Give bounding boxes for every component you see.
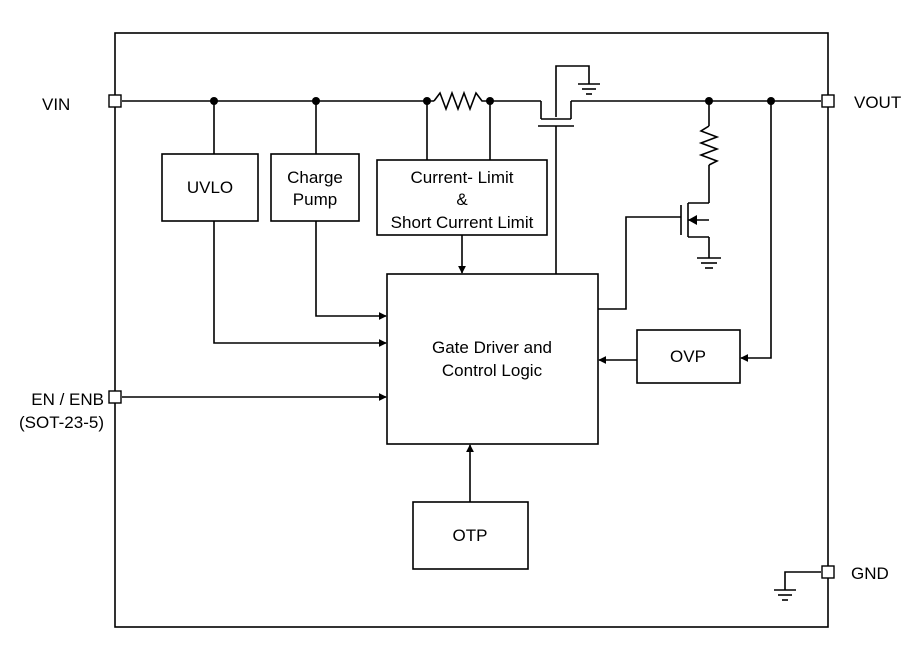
vin-rail <box>122 90 541 112</box>
vin-pin <box>108 94 122 108</box>
charge-pump-label-line-1: Charge <box>287 168 343 187</box>
vout-pin <box>821 94 835 108</box>
uvlo-label: UVLO <box>187 178 233 197</box>
charge-pump-label-line-2: Pump <box>293 190 337 209</box>
vout-label: VOUT <box>854 93 901 112</box>
otp-label: OTP <box>453 526 488 545</box>
current-limit-label-line-1: Current- Limit <box>411 168 514 187</box>
vin-label: VIN <box>42 95 70 114</box>
gate-driver-block <box>386 273 599 445</box>
ovp-block <box>636 329 741 384</box>
ic-outline <box>114 32 829 628</box>
pass-mosfet-symbol <box>538 65 590 274</box>
ground-icon <box>578 83 600 95</box>
en-label-line-2: (SOT-23-5) <box>19 413 104 432</box>
en-label-line-1: EN / ENB <box>31 390 104 409</box>
charge-pump-block <box>270 153 360 222</box>
ground-icon <box>697 257 721 269</box>
ovp-label: OVP <box>670 347 706 366</box>
discharge-circuit <box>598 101 720 310</box>
arrow <box>315 221 387 320</box>
arrow <box>740 101 772 362</box>
current-limit-label-line-2: & <box>456 190 468 209</box>
gate-driver-label-line-1: Gate Driver and <box>432 338 552 357</box>
ground-icon <box>774 571 821 601</box>
arrow <box>213 221 387 347</box>
current-limit-label-line-3: Short Current Limit <box>391 213 534 232</box>
uvlo-block <box>161 153 259 222</box>
en-pin <box>108 390 122 404</box>
gnd-label: GND <box>851 564 889 583</box>
gnd-pin <box>821 565 835 579</box>
gate-driver-label-line-2: Control Logic <box>442 361 543 380</box>
current-limit-block <box>376 159 548 236</box>
